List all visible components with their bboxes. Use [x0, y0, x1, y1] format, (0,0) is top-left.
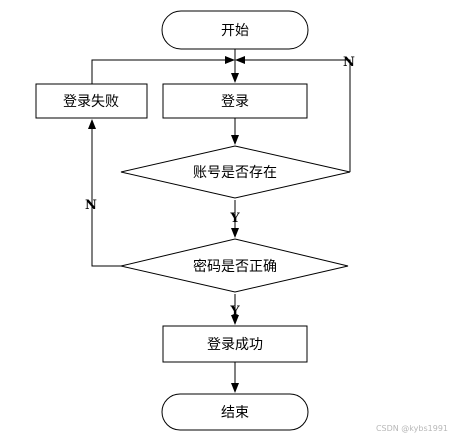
login-failed-node: 登录失败 [35, 83, 148, 119]
arrow-account-no-loop [235, 56, 351, 172]
login-success-label: 登录成功 [207, 337, 263, 353]
end-node: 结束 [161, 393, 309, 431]
account-check-label: 账号是否存在 [193, 165, 277, 181]
account-no-label: N [343, 55, 355, 70]
password-yes-label: Y [229, 304, 240, 319]
password-no-label: N [85, 198, 97, 213]
watermark-text: CSDN @kybs1991 [376, 424, 448, 433]
end-label: 结束 [221, 405, 249, 421]
password-check-node: 密码是否正确 [120, 238, 349, 293]
login-label: 登录 [221, 94, 249, 110]
start-label: 开始 [221, 23, 249, 39]
login-failed-label: 登录失败 [63, 94, 119, 110]
account-yes-label: Y [229, 211, 240, 226]
arrow-failed-to-login [91, 56, 235, 84]
login-node: 登录 [162, 83, 308, 119]
password-check-label: 密码是否正确 [193, 258, 277, 275]
account-check-node: 账号是否存在 [120, 145, 351, 199]
login-success-node: 登录成功 [162, 325, 308, 363]
arrow-password-no-to-failed [88, 119, 121, 267]
start-node: 开始 [161, 10, 309, 50]
connectors [88, 49, 351, 393]
